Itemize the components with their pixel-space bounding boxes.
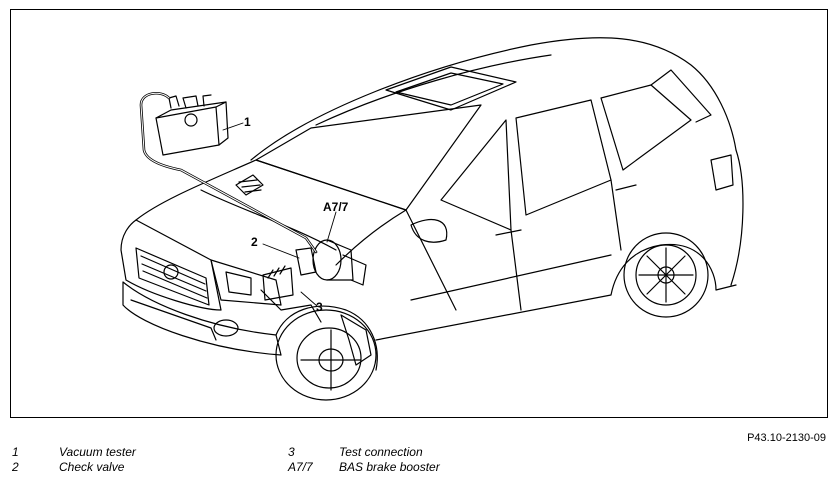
diagram-frame: 1 2 3 A7/7	[10, 9, 828, 418]
legend-key-1: 1	[12, 445, 19, 459]
legend-label-3: Test connection	[339, 445, 423, 459]
vacuum-tester-device	[139, 91, 318, 254]
legend-label-2: Check valve	[59, 460, 125, 474]
callout-2: 2	[251, 235, 258, 249]
legend-label-1: Vacuum tester	[59, 445, 136, 459]
engine-bay-components	[260, 239, 367, 323]
legend-key-a7-7: A7/7	[288, 460, 313, 474]
legend-key-3: 3	[288, 445, 295, 459]
callout-1: 1	[244, 115, 251, 129]
figure-reference: P43.10-2130-09	[747, 432, 826, 444]
callout-a7-7: A7/7	[323, 200, 349, 214]
legend-key-2: 2	[12, 460, 19, 474]
vehicle-illustration	[120, 37, 744, 401]
legend-label-a7-7: BAS brake booster	[339, 460, 440, 474]
callout-3: 3	[316, 300, 323, 314]
leader-lines	[222, 122, 337, 307]
vehicle-body	[120, 37, 744, 401]
